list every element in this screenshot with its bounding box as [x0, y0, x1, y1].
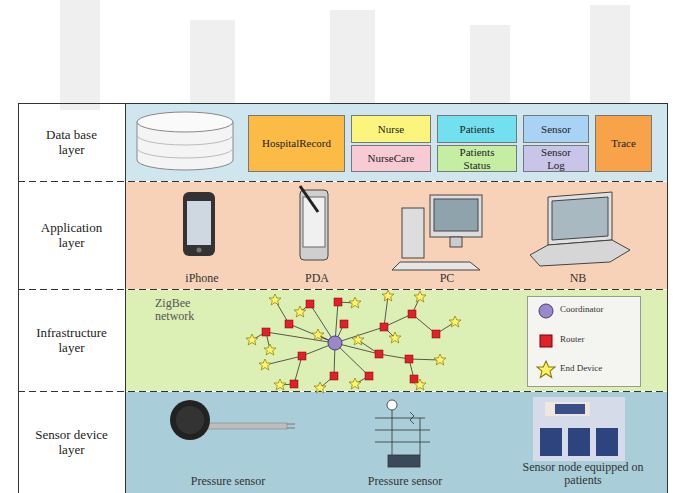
node-text: Sensor Log: [534, 146, 579, 171]
sensor-label: Pressure sensor: [168, 475, 288, 488]
table-box: HospitalRecord: [248, 115, 345, 172]
device-label: iPhone: [172, 272, 232, 285]
network-label: ZigBee network: [155, 297, 215, 323]
node-text: NurseCare: [367, 152, 414, 165]
layer-label: Infrastructure layer: [18, 290, 125, 391]
pressure-sensor-circuit: [375, 400, 430, 467]
node-text: Trace: [611, 137, 636, 150]
sensor-label: Pressure sensor: [345, 475, 465, 488]
node-text: Nurse: [378, 123, 404, 136]
table-box: Nurse: [351, 115, 431, 143]
layer-bands: [125, 104, 667, 493]
database-cylinder: [137, 112, 233, 170]
pda-icon: [300, 186, 328, 260]
legend-text: Coordinator: [560, 305, 604, 315]
notebook-icon: [530, 192, 630, 266]
node-text: Patients: [460, 123, 495, 136]
device-label: PC: [417, 272, 477, 285]
legend-panel: [528, 297, 641, 387]
layer-label: Application layer: [18, 182, 125, 289]
table-box: Patients: [437, 115, 517, 143]
node-text: Infrastructure layer: [27, 326, 117, 356]
zigbee-network: [252, 296, 455, 388]
node-text: Patients Status: [451, 146, 503, 171]
sensor-label: Sensor node equipped on patients: [518, 461, 648, 487]
table-box: Trace: [595, 115, 652, 172]
table-box: NurseCare: [351, 145, 431, 172]
coordinator-circle: [328, 336, 342, 350]
layer-label: Sensor device layer: [18, 392, 125, 493]
node-text: Sensor device layer: [32, 428, 112, 458]
node-text: Sensor: [541, 123, 571, 136]
iphone-icon: [183, 192, 215, 256]
table-box: Sensor: [523, 115, 589, 143]
pressure-sensor-photo: [170, 400, 295, 440]
node-text: HospitalRecord: [262, 137, 331, 150]
node-text: Application layer: [32, 221, 112, 251]
table-box: Patients Status: [437, 145, 517, 172]
end-device-stars: [246, 290, 461, 393]
frame: [18, 104, 668, 493]
watermark: [60, 0, 630, 110]
node-text: Data base layer: [32, 128, 112, 158]
table-box: Sensor Log: [523, 145, 589, 172]
device-label: PDA: [287, 272, 347, 285]
patient-sensor-photo: [533, 397, 625, 461]
router-squares: [262, 298, 440, 388]
layer-label: Data base layer: [18, 104, 125, 181]
legend-text: Router: [560, 335, 585, 345]
pc-icon: [392, 195, 482, 270]
device-label: NB: [548, 272, 608, 285]
legend-text: End Device: [560, 364, 602, 374]
